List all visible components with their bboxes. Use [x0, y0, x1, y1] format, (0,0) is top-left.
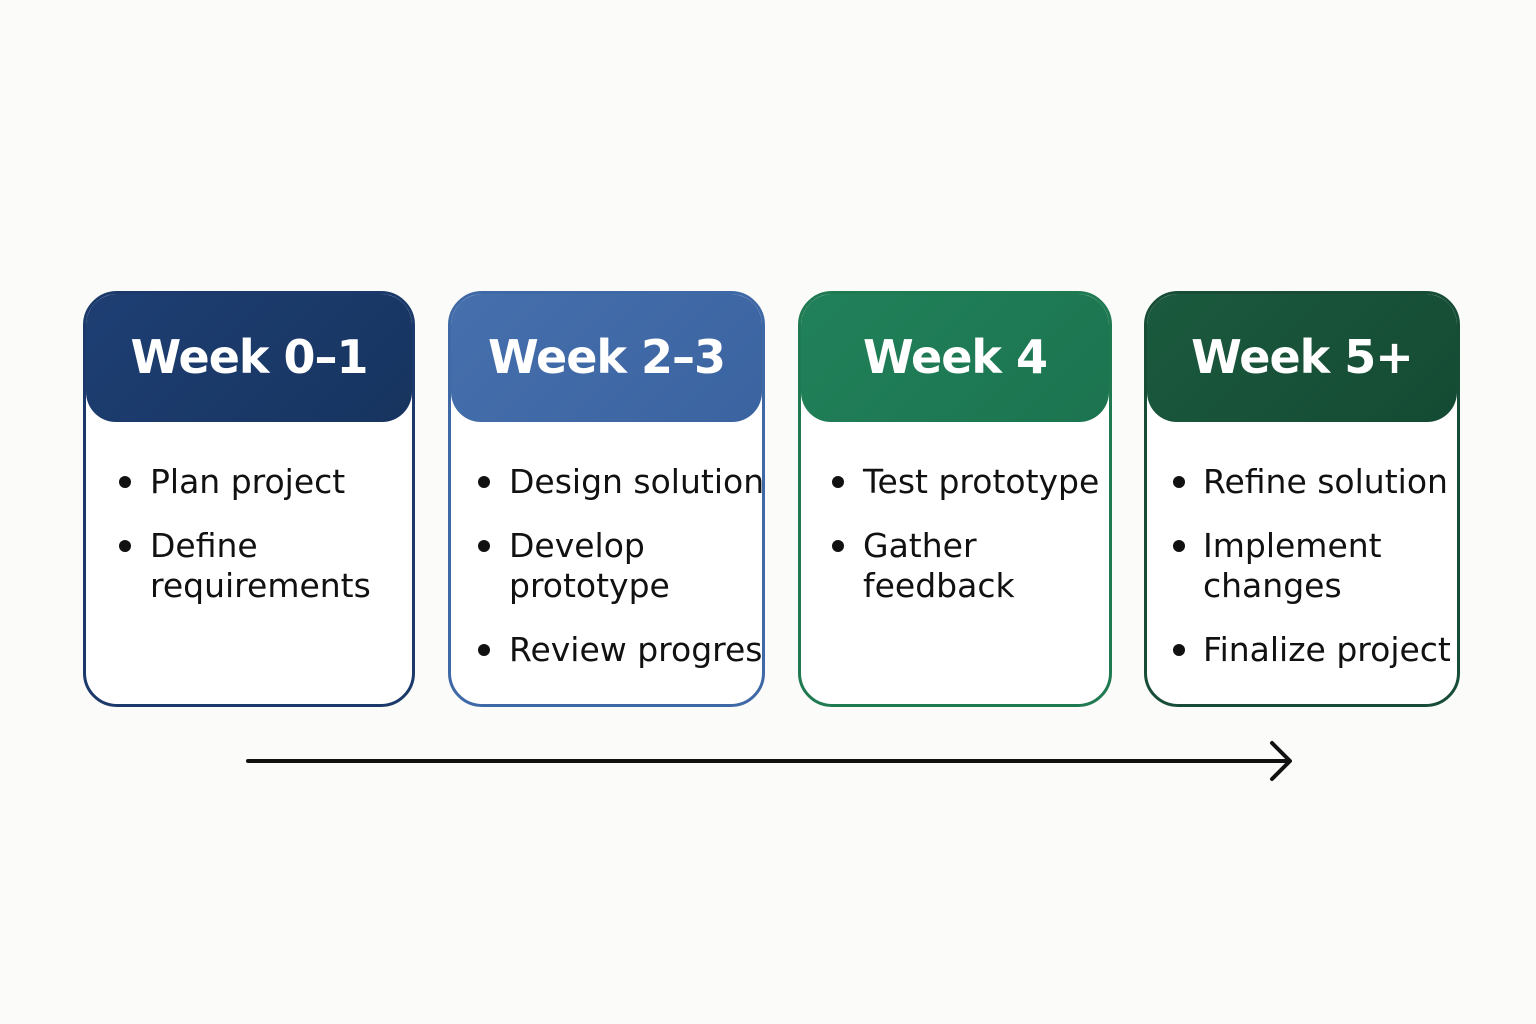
phase-card-week-0-1: Week 0–1 Plan project Define requirement…	[83, 291, 415, 707]
phase-title: Week 0–1	[130, 330, 368, 384]
task-item: Refine solution	[1147, 462, 1457, 502]
task-label: Gather feedback	[863, 526, 1015, 605]
phase-header: Week 0–1	[86, 294, 412, 422]
phase-card-week-5-plus: Week 5+ Refine solution Implement change…	[1144, 291, 1460, 707]
phase-task-list: Refine solution Implement changes Finali…	[1147, 422, 1457, 670]
phase-header: Week 5+	[1147, 294, 1457, 422]
task-item: Implement changes	[1147, 526, 1457, 606]
bullet-icon	[119, 476, 131, 488]
phase-title: Week 4	[862, 330, 1048, 384]
task-label: Define requirements	[150, 526, 371, 605]
phase-card-week-4: Week 4 Test prototype Gather feedback	[798, 291, 1112, 707]
task-label: Plan project	[150, 462, 346, 501]
bullet-icon	[119, 540, 131, 552]
task-label: Develop prototype	[509, 526, 670, 605]
task-item: Finalize project	[1147, 630, 1457, 670]
phase-title: Week 2–3	[487, 330, 726, 384]
task-item: Develop prototype	[451, 526, 762, 606]
bullet-icon	[478, 540, 490, 552]
task-label: Test prototype	[863, 462, 1100, 501]
phase-task-list: Test prototype Gather feedback	[801, 422, 1109, 606]
bullet-icon	[1173, 540, 1185, 552]
task-item: Plan project	[86, 462, 412, 502]
task-label: Design solution	[509, 462, 765, 501]
task-label: Implement changes	[1203, 526, 1382, 605]
task-item: Test prototype	[801, 462, 1109, 502]
bullet-icon	[478, 476, 490, 488]
phase-task-list: Design solution Develop prototype Review…	[451, 422, 762, 670]
phase-task-list: Plan project Define requirements	[86, 422, 412, 606]
task-item: Define requirements	[86, 526, 412, 606]
phase-card-week-2-3: Week 2–3 Design solution Develop prototy…	[448, 291, 765, 707]
phase-header: Week 4	[801, 294, 1109, 422]
bullet-icon	[832, 476, 844, 488]
bullet-icon	[1173, 644, 1185, 656]
bullet-icon	[1173, 476, 1185, 488]
task-item: Gather feedback	[801, 526, 1109, 606]
task-item: Design solution	[451, 462, 762, 502]
arrowhead	[1270, 741, 1292, 781]
task-item: Review progres	[451, 630, 762, 670]
task-label: Refine solution	[1203, 462, 1448, 501]
phase-header: Week 2–3	[451, 294, 762, 422]
task-label: Finalize project	[1203, 630, 1451, 669]
right-arrow-icon	[246, 741, 1292, 781]
task-label: Review progres	[509, 630, 763, 669]
phase-title: Week 5+	[1191, 330, 1414, 384]
bullet-icon	[478, 644, 490, 656]
bullet-icon	[832, 540, 844, 552]
